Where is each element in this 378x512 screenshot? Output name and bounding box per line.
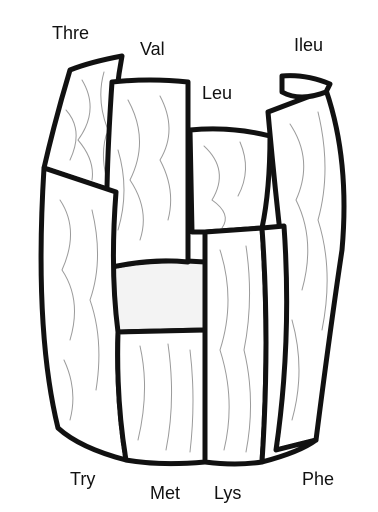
stave-try: [41, 168, 126, 460]
stave-ileu-top: [282, 76, 330, 97]
label-phe: Phe: [302, 470, 334, 488]
label-ileu: Ileu: [294, 36, 323, 54]
barrel-interior: [108, 261, 205, 332]
stave-met: [118, 330, 205, 464]
label-try: Try: [70, 470, 95, 488]
label-met: Met: [150, 484, 180, 502]
stave-val: [107, 80, 188, 268]
stave-leu: [190, 129, 270, 232]
label-leu: Leu: [202, 84, 232, 102]
label-val: Val: [140, 40, 165, 58]
stave-lys: [205, 228, 266, 464]
label-thre: Thre: [52, 24, 89, 42]
label-lys: Lys: [214, 484, 241, 502]
